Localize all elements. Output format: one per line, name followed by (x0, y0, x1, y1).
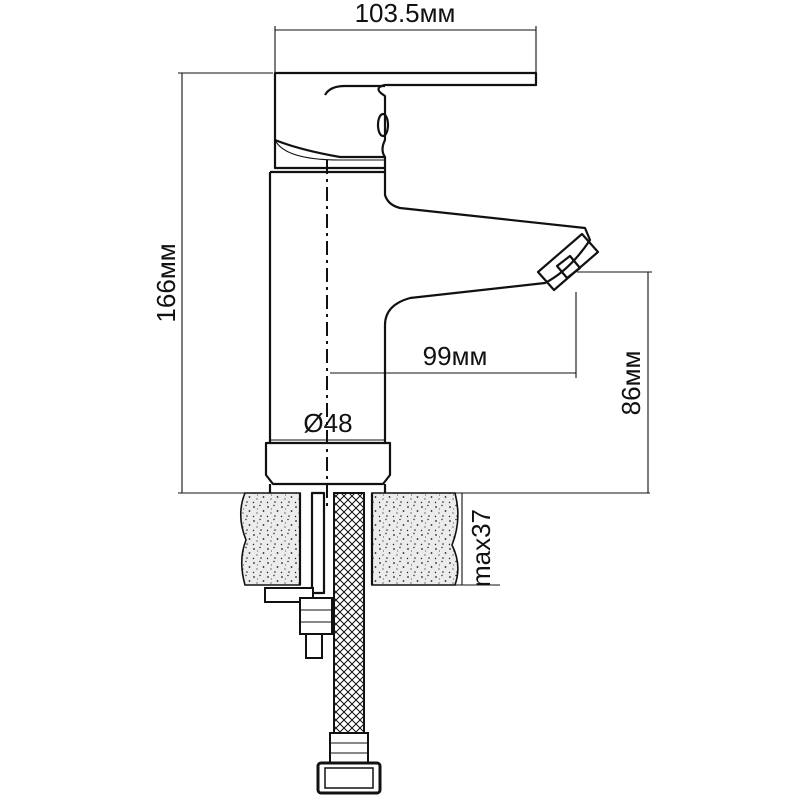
spout-height-dimension-label: 86мм (616, 351, 646, 416)
dimension-reach: 99мм (330, 292, 577, 378)
base-ring (264, 441, 392, 486)
aerator (536, 232, 600, 292)
mounting-stud (264, 491, 333, 659)
width-dimension-label: 103.5мм (355, 0, 456, 28)
lever-handle (273, 71, 538, 159)
hose-ferrule (329, 732, 369, 764)
dimension-width: 103.5мм (274, 0, 537, 72)
countertop-dimension-label: max37 (466, 509, 496, 587)
countertop-right-block (371, 492, 459, 586)
diameter-dimension-label: Ø48 (303, 408, 352, 438)
countertop (239, 492, 459, 586)
dimension-height: 166мм (151, 72, 650, 494)
dimension-countertop: max37 (455, 493, 500, 587)
faucet-column (268, 168, 592, 443)
height-dimension-label: 166мм (151, 243, 181, 322)
handle-screw (376, 112, 390, 138)
mounting-nut (299, 597, 333, 635)
flexible-hose (316, 492, 382, 795)
faucet-body (264, 71, 600, 493)
dimension-spout-height: 86мм (577, 271, 652, 493)
reach-dimension-label: 99мм (423, 341, 488, 371)
countertop-left-block (239, 492, 301, 586)
dimension-diameter: Ø48 (270, 408, 385, 441)
